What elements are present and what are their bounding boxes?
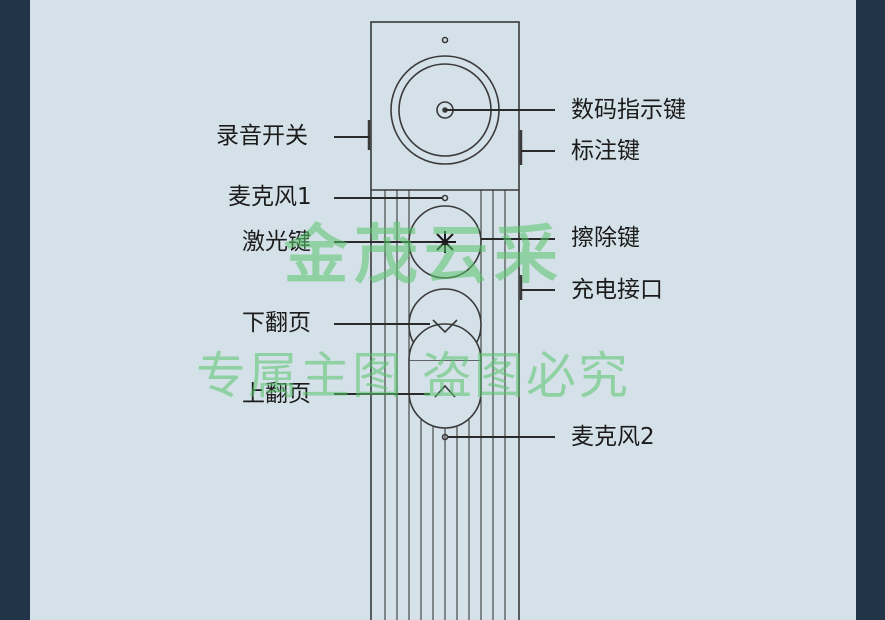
- leader-mic2: [448, 436, 555, 438]
- mic2-dot: [441, 433, 449, 441]
- laser-star-icon: [434, 231, 456, 253]
- label-page-up: 上翻页: [242, 381, 311, 407]
- watermark-notice: 专属主图 盗图必究: [196, 347, 630, 405]
- leader-annotate: [521, 150, 555, 152]
- label-mic1: 麦克风1: [228, 184, 312, 210]
- label-laser-key: 激光键: [242, 229, 311, 255]
- watermark-brand: 金茂云采: [284, 219, 564, 293]
- label-charge-port: 充电接口: [571, 277, 663, 303]
- remote-body: [370, 21, 520, 620]
- page-up-button: [408, 359, 482, 429]
- leader-page-up: [334, 393, 430, 395]
- label-digital-pointer-key: 数码指示键: [571, 97, 686, 123]
- leader-record-switch: [334, 136, 370, 138]
- mic1-dot: [441, 194, 449, 202]
- leader-charge: [521, 289, 555, 291]
- leader-laser: [334, 241, 434, 243]
- leader-page-down: [334, 323, 430, 325]
- label-record-switch: 录音开关: [216, 123, 308, 149]
- chevron-up-icon: [434, 384, 456, 398]
- label-mic2: 麦克风2: [571, 424, 655, 450]
- label-annotate-key: 标注键: [571, 138, 640, 164]
- leader-pointer: [445, 109, 555, 111]
- label-page-down: 下翻页: [242, 310, 311, 336]
- label-erase-key: 擦除键: [571, 225, 640, 251]
- indicator-dot: [441, 36, 449, 44]
- leader-mic1: [334, 197, 442, 199]
- leader-erase: [481, 238, 555, 240]
- chevron-down-icon: [432, 319, 458, 334]
